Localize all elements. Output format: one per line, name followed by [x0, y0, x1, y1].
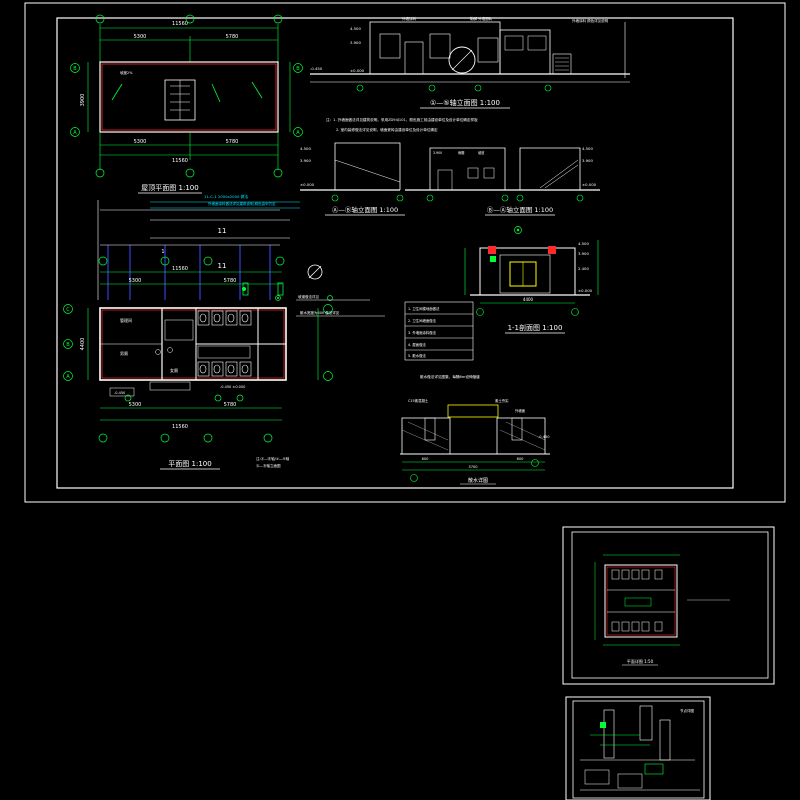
note-line-2: 2. 室内装修做法详见说明，墙面瓷砖由建设单位及设计单位确定 [336, 127, 438, 132]
roof-total-dim: 11560 [172, 21, 188, 27]
elev2-level-3: ±0.000 [300, 182, 315, 187]
elev1-level-1: 4.500 [350, 26, 361, 31]
roof-plan-title: 屋顶平面图 1:100 [141, 184, 198, 192]
svg-text:外墙面涂料做法详见建筑说明,颜色由甲方定: 外墙面涂料做法详见建筑说明,颜色由甲方定 [208, 201, 276, 206]
section-level-1: 4.500 [578, 241, 589, 246]
cyan-annotation: 11-C-1 2000x2000 做法 外墙面涂料做法详见建筑说明,颜色由甲方定 [150, 194, 300, 209]
svg-text:外墙涂料: 外墙涂料 [402, 16, 416, 21]
detail-level: -0.450 [538, 435, 550, 439]
main-sheet-inner-frame [56, 17, 734, 489]
room-label-3: 女厕 [170, 367, 178, 373]
elevation-2-title: Ⓐ—Ⓑ轴立面图 1:100 [332, 205, 398, 214]
roof-dim-1: 5300 [134, 34, 147, 40]
room-label-1: 管理间 [120, 317, 132, 323]
detail-label-3: 外墙面 [515, 408, 526, 413]
svg-text:勒脚 外墙面砖: 勒脚 外墙面砖 [470, 16, 493, 21]
elevation-axis-5-1: 3.900 雨棚 坡道 [405, 147, 510, 202]
round-window-icon [448, 46, 476, 74]
note-line-1: 注：1. 外墙面做法详见建筑说明，采用ZD94J101，颜色施工前由建设单位及设… [326, 117, 478, 122]
legend-row-5: 5. 散水做法 [408, 353, 426, 358]
svg-text:5300: 5300 [129, 278, 142, 284]
elev1-level-3: ±0.000 [350, 68, 365, 73]
legend-row-2: 2. 卫生间墙面做法 [408, 318, 437, 323]
detail-dim-1: 600 [422, 457, 430, 461]
floor-grid-b: B [66, 342, 70, 348]
roof-dim-2: 5780 [226, 34, 239, 40]
room-label-2: 男厕 [120, 350, 128, 356]
detail-dim-2: 600 [517, 457, 525, 461]
small-sheet-2-title: 节点详图 [680, 708, 694, 713]
svg-text:5780: 5780 [226, 139, 239, 145]
svg-text:散水宽度为600 做法详见: 散水宽度为600 做法详见 [300, 310, 340, 315]
elev3-level-3: ±0.000 [582, 182, 597, 187]
elev2-level-2: 3.900 [300, 158, 311, 163]
elev3-level-1: 4.500 [582, 146, 593, 151]
main-sheet-outer-frame [24, 2, 786, 503]
floor-grid-a: A [66, 374, 70, 380]
legend-row-4: 4. 屋面做法 [408, 342, 426, 347]
roof-grid-right-a: A [296, 130, 300, 136]
floor-note-small-2: Ⓐ—Ⓑ轴立面图 [256, 463, 281, 468]
floor-plan: 11 11 1 11560 5300 5780 [63, 200, 385, 470]
section-level-3: 2.400 [578, 266, 589, 271]
elev3-level-2: 3.900 [582, 158, 593, 163]
elevation-axis-a-b: 4.500 3.900 ±0.000 Ⓐ—Ⓑ轴立面图 1:100 [300, 142, 405, 216]
legend-table: 1. 卫生间楼地面做法 2. 卫生间墙面做法 3. 外墙面涂料做法 4. 屋面做… [404, 301, 474, 361]
small-sheet-1-title: 平面详图 1:50 [627, 658, 654, 664]
general-notes: 注：1. 外墙面做法详见建筑说明，采用ZD94J101，颜色施工前由建设单位及设… [326, 117, 478, 132]
svg-text:坡道做法详见: 坡道做法详见 [298, 294, 319, 299]
detail-label-1: C15素混凝土 [408, 398, 429, 403]
svg-text:11560: 11560 [172, 158, 188, 164]
roof-plan: 11560 5300 5780 坡度2% 3900 B A B A [70, 14, 303, 194]
svg-text:5300: 5300 [134, 139, 147, 145]
legend-row-1: 1. 卫生间楼地面做法 [408, 306, 440, 311]
svg-text:3.900: 3.900 [433, 151, 442, 155]
svg-text:11560: 11560 [172, 424, 188, 430]
svg-text:外墙涂料 颜色详见说明: 外墙涂料 颜色详见说明 [572, 18, 609, 23]
floor-plan-title: 平面图 1:100 [168, 460, 211, 468]
elevation-axis-b-a: 4.500 3.900 ±0.000 Ⓑ—Ⓐ轴立面图 1:100 [485, 146, 600, 216]
elev1-level-4: -0.450 [310, 66, 323, 71]
foundation-detail: 散水做法详见图集，每隔6m设伸缩缝 C15素混凝土 素土夯实 外墙面 -0.45… [400, 374, 550, 485]
svg-text:坡度2%: 坡度2% [120, 70, 133, 75]
north-arrow-icon [307, 264, 323, 280]
detail-title: 散水详图 [468, 477, 488, 484]
floor-plan-label-11: 11 [218, 227, 227, 235]
elevation-axis-1-5: 外墙涂料 勒脚 外墙面砖 外墙涂料 颜色详见说明 4.500 3.900 ±0.… [310, 16, 630, 109]
legend-row-3: 3. 外墙面涂料做法 [408, 330, 437, 335]
small-sheet-2: 节点详图 [565, 696, 711, 800]
floor-note-small: 注:Ⓐ—Ⓑ轴/①—⑤轴 [256, 456, 290, 461]
detail-label-2: 素土夯实 [495, 398, 509, 403]
section-level-4: ±0.000 [578, 288, 593, 293]
section-dim: 4400 [523, 297, 534, 302]
elev1-level-2: 3.900 [350, 40, 361, 45]
roof-side-dim: 3900 [80, 94, 86, 107]
svg-text:11: 11 [218, 262, 227, 270]
roof-grid-right-b: B [296, 66, 300, 72]
floor-grid-c: C [66, 307, 70, 313]
elev2-level-1: 4.500 [300, 146, 311, 151]
svg-text:-0.450 ±0.000: -0.450 ±0.000 [220, 385, 245, 389]
svg-text:-0.450: -0.450 [114, 391, 125, 395]
svg-text:5780: 5780 [224, 278, 237, 284]
roof-grid-left-b: B [73, 66, 77, 72]
svg-text:5300: 5300 [129, 402, 142, 408]
section-1-1: 4.500 3.900 2.400 ±0.000 4400 1-1剖面图 1:1… [464, 226, 599, 334]
section-title: 1-1剖面图 1:100 [508, 323, 563, 332]
svg-text:4400: 4400 [80, 338, 86, 351]
elevation-1-title: ①—⑤轴立面图 1:100 [430, 98, 500, 107]
elevation-3-title: Ⓑ—Ⓐ轴立面图 1:100 [487, 205, 553, 214]
svg-text:11560: 11560 [172, 266, 188, 272]
svg-text:11-C-1 2000x2000 做法: 11-C-1 2000x2000 做法 [204, 194, 248, 199]
detail-dim-3: 3700 [468, 465, 478, 469]
roof-grid-left-a: A [73, 130, 77, 136]
detail-note: 散水做法详见图集，每隔6m设伸缩缝 [420, 374, 480, 379]
svg-text:5780: 5780 [224, 402, 237, 408]
floor-ref-label: 1 [161, 249, 164, 255]
svg-text:雨棚: 雨棚 [458, 150, 464, 155]
small-sheet-1: 平面详图 1:50 [562, 526, 775, 685]
svg-text:坡道: 坡道 [478, 150, 485, 155]
section-level-2: 3.900 [578, 251, 589, 256]
